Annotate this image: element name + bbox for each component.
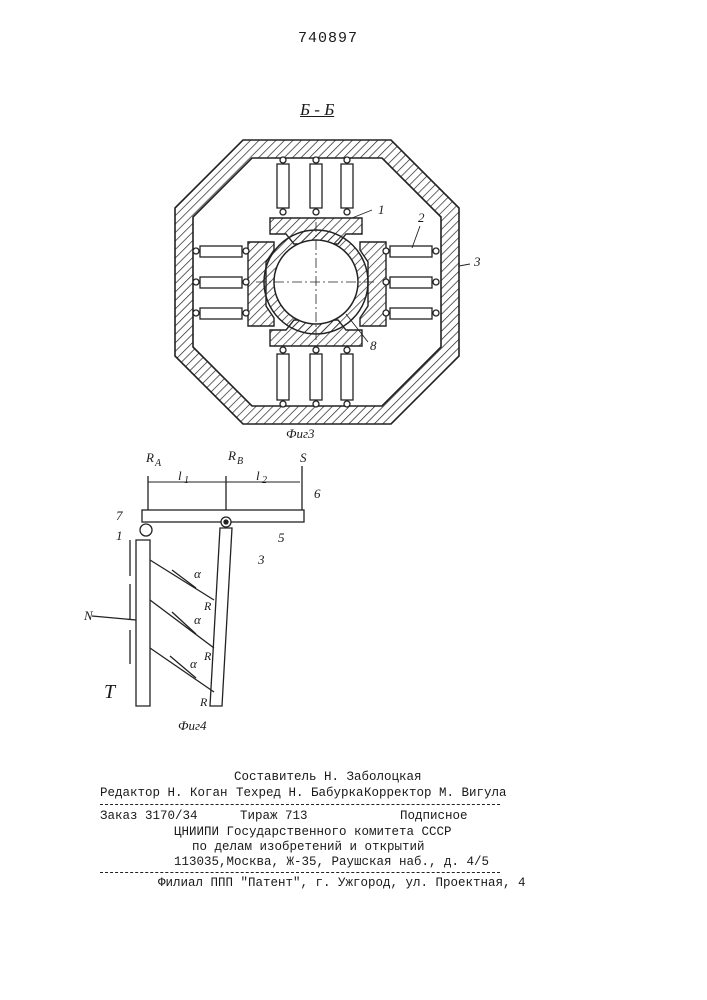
fig4-caption: Фиг4 bbox=[178, 718, 207, 733]
branch: Филиал ППП "Патент", г. Ужгород, ул. Про… bbox=[158, 876, 526, 890]
fig3-label-1: 1 bbox=[378, 202, 385, 217]
fig4-l2-sub: 2 bbox=[262, 475, 267, 486]
fig4-l1: l bbox=[178, 468, 182, 483]
fig4-label-7: 7 bbox=[116, 508, 123, 523]
order: Заказ 3170/34 bbox=[100, 809, 198, 823]
fig4-label-6: 6 bbox=[314, 486, 321, 501]
org-line-1: ЦНИИПИ Государственного комитета СССР bbox=[174, 825, 452, 839]
subscription: Подписное bbox=[400, 809, 468, 823]
fig4-label-5: 5 bbox=[278, 530, 285, 545]
fig3-caption: Фиг3 bbox=[286, 426, 315, 441]
fig4-alpha-3: α bbox=[190, 656, 198, 671]
fig4-RB: R bbox=[227, 448, 236, 463]
fig4-R-2: R bbox=[203, 649, 212, 663]
fig4-RA: R bbox=[145, 450, 154, 465]
fig4-N: N bbox=[83, 608, 94, 623]
corrector: Корректор М. Вигула bbox=[364, 786, 507, 800]
fig4-RB-sub: B bbox=[237, 456, 243, 467]
fig4-alpha-2: α bbox=[194, 612, 202, 627]
fig4-l1-sub: 1 bbox=[184, 475, 189, 486]
fig4-R-3: R bbox=[199, 695, 208, 709]
composer: Составитель Н. Заболоцкая bbox=[234, 770, 422, 784]
address: 113035,Москва, Ж-35, Раушская наб., д. 4… bbox=[174, 855, 489, 869]
techeditor: Техред Н. Бабурка bbox=[236, 786, 364, 800]
circulation: Тираж 713 bbox=[240, 809, 308, 823]
fig4-alpha-1: α bbox=[194, 566, 202, 581]
editor: Редактор Н. Коган bbox=[100, 786, 228, 800]
fig4-R-1: R bbox=[203, 599, 212, 613]
divider-bottom bbox=[100, 872, 500, 873]
fig4-T: T bbox=[104, 681, 117, 703]
fig4-label-1: 1 bbox=[116, 528, 123, 543]
cylinders-left bbox=[193, 246, 249, 319]
fig4-l2: l bbox=[256, 468, 260, 483]
fig4-S: S bbox=[300, 450, 307, 465]
figure-4-drawing bbox=[92, 466, 304, 706]
cylinders-bottom bbox=[277, 347, 353, 407]
divider-top bbox=[100, 804, 500, 805]
fig4-label-3: 3 bbox=[257, 552, 265, 567]
cylinders-right bbox=[383, 246, 439, 319]
cylinders-top bbox=[277, 157, 353, 215]
fig3-label-3: 3 bbox=[473, 254, 481, 269]
fig4-RA-sub: A bbox=[154, 458, 162, 469]
org-line-2: по делам изобретений и открытий bbox=[192, 840, 425, 854]
fig3-label-8: 8 bbox=[370, 338, 377, 353]
fig3-label-2: 2 bbox=[418, 210, 425, 225]
